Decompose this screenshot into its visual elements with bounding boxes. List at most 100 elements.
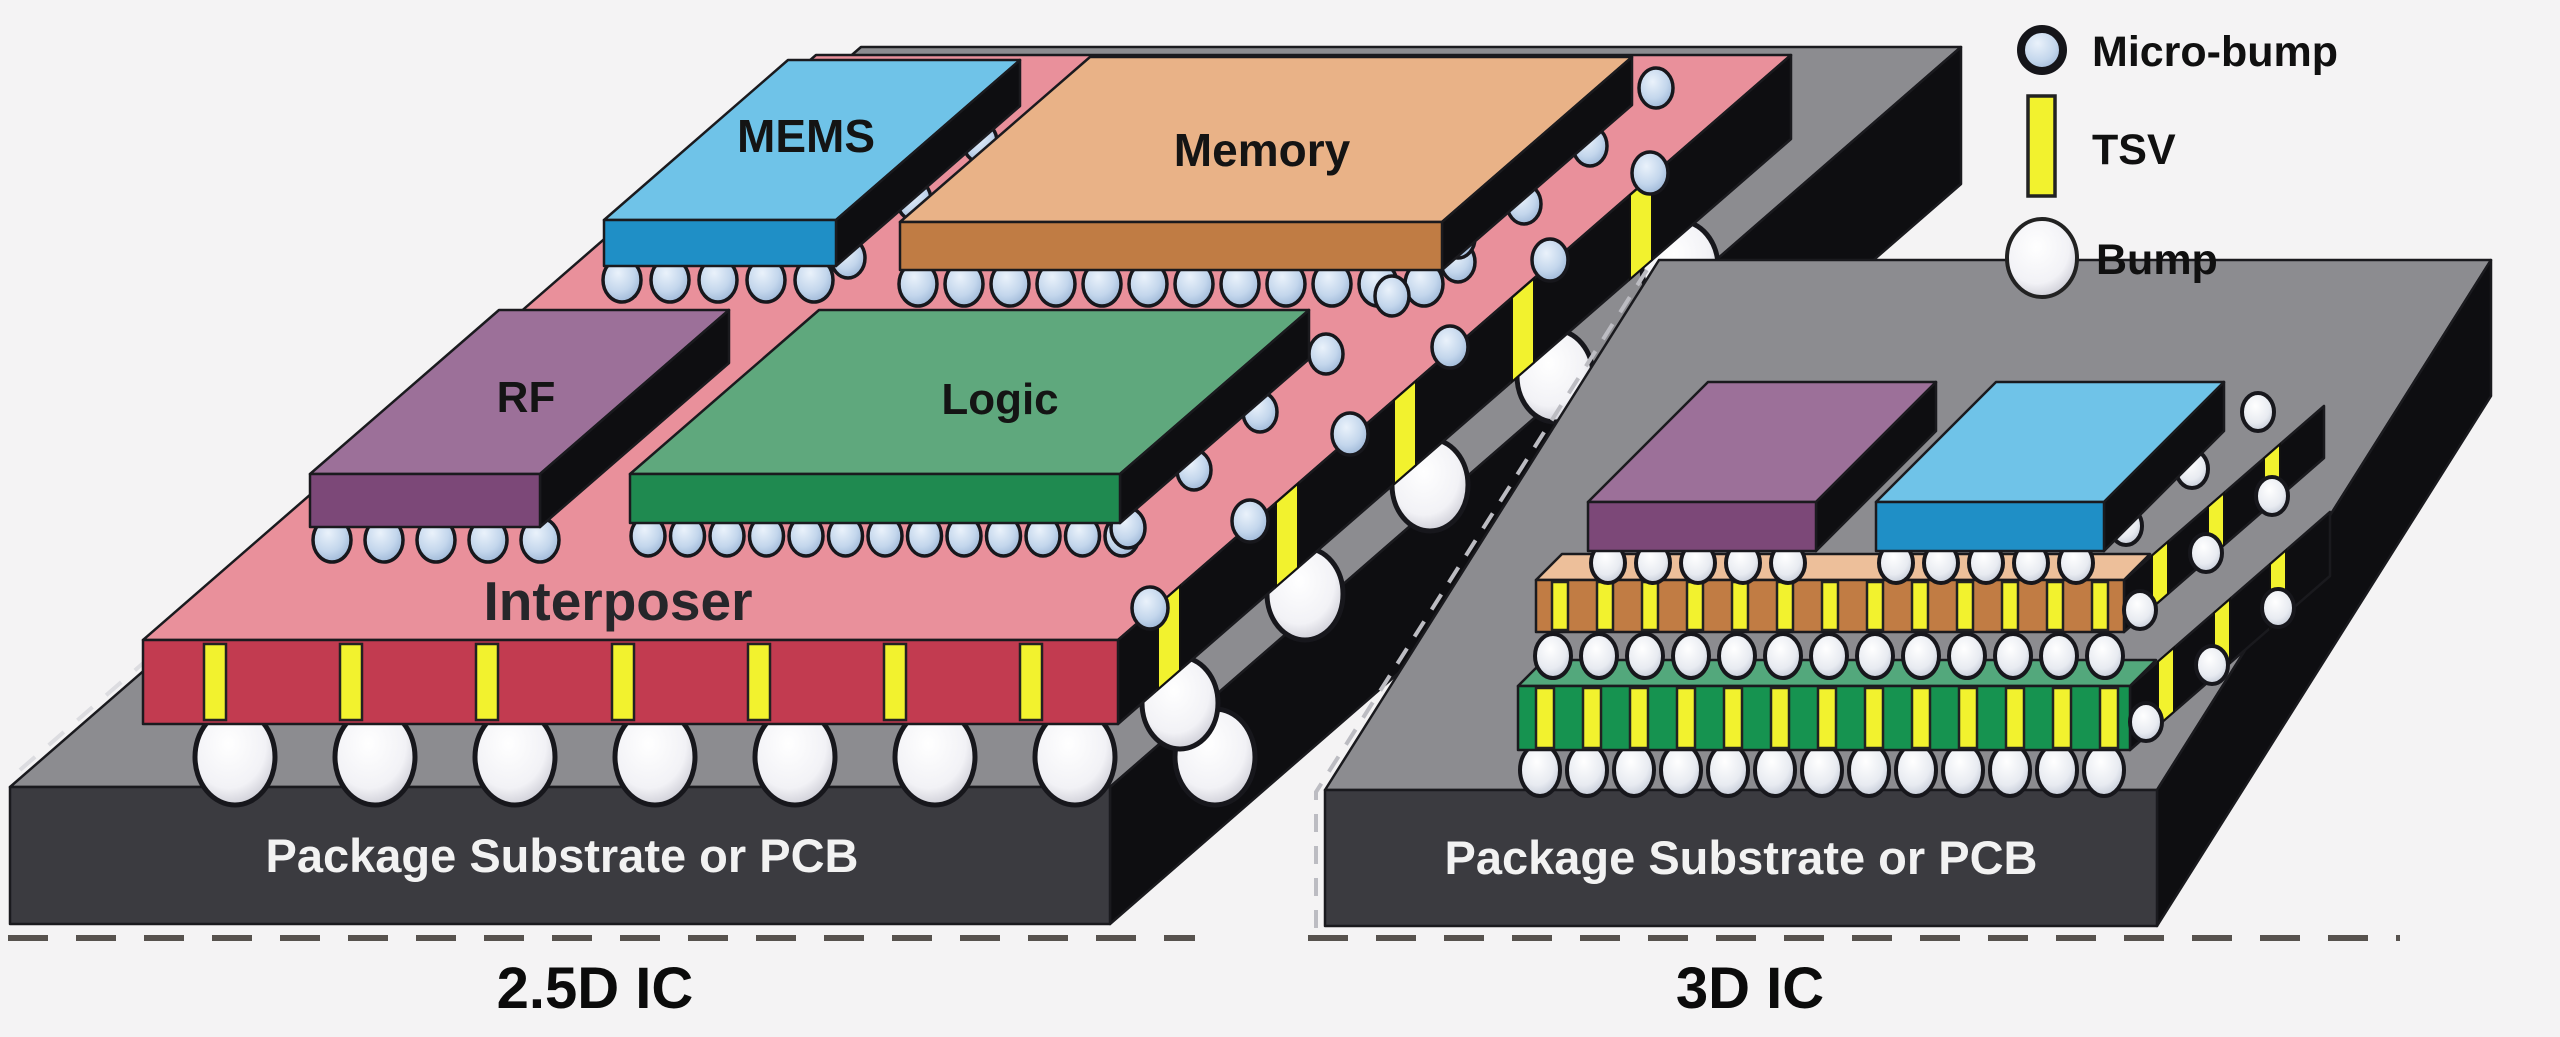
micro-bump [2188,532,2224,574]
micro-bump [1373,274,1411,318]
legend-label-bump: Bump [2096,236,2218,284]
right-diagram-3d: Package Substrate or PCB [1308,258,2493,1021]
micro-bump [2128,701,2164,743]
logic-label: Logic [941,375,1058,424]
tsv-bar [2090,580,2110,632]
micro-bump [1988,742,2032,798]
tsv-bar [1393,378,1417,487]
micro-bump [1659,742,1703,798]
micro-bump [1671,632,1711,680]
micro-bump [1565,742,1609,798]
micro-bump [1717,632,1757,680]
micro-bump [2039,632,2079,680]
micro-bump [2240,391,2276,433]
micro-bump [1530,237,1570,283]
micro-bump [2194,644,2230,686]
tsv-bar [1675,686,1697,750]
micro-bump [1612,742,1656,798]
mems-front-face [602,218,838,268]
tsv-bar [202,642,228,722]
caption-3d: 3D IC [1676,956,1824,1021]
micro-bump-diagonal-middle [2122,475,2290,631]
micro-bump-diagonal-lower [2128,587,2296,743]
micro-bump [1130,585,1170,631]
tsv-bar [1863,686,1885,750]
tsv-bar [1816,686,1838,750]
legend-label-micro-bump: Micro-bump [2092,28,2338,76]
tsv-bar [1550,580,1570,632]
tsv-icon [2026,94,2057,198]
memory-label: Memory [1174,124,1351,176]
micro-bump-row-bottom [1518,742,2126,798]
tsv-bar [882,642,908,722]
mems-label: MEMS [737,110,875,162]
interposer-tsvs [202,642,1044,722]
logic-front-face [628,472,1122,525]
logic-chip: Logic [628,308,1311,525]
legend-label-tsv: TSV [2092,126,2176,174]
tsv-bar [1769,686,1791,750]
micro-bump [1941,742,1985,798]
bump-row-front [192,706,1258,808]
rf-label: RF [497,373,556,422]
micro-bump [1993,632,2033,680]
tsv-bar [1820,580,1840,632]
purple-chip-front-face [1586,500,1818,553]
micro-bump-row-blue [1877,541,2095,585]
interposer-label: Interposer [484,570,753,632]
tsv-bar [2004,686,2026,750]
tsv-bar [1685,580,1705,632]
tsv-bar [1595,580,1615,632]
tsv-bar [1865,580,1885,632]
tsv-bar [2000,580,2020,632]
tsv-bar [1534,686,1556,750]
substrate-front-face [8,785,1112,926]
micro-bump [1947,632,1987,680]
legend: Micro-bump TSV Bump [2005,25,2338,299]
micro-bump [1800,742,1844,798]
micro-bump-row-mems [601,256,835,304]
micro-bump-row-mid [1533,632,2125,680]
micro-bump-row-rf [311,516,561,564]
rf-front-face [308,472,542,529]
micro-bump [1430,324,1470,370]
micro-bump [1330,411,1370,457]
tsv-bar [2098,686,2120,750]
micro-bump [2085,632,2125,680]
tsv-bar [1275,481,1299,589]
tsv-bar [1910,686,1932,750]
micro-bump [1579,632,1619,680]
tsv-bar [1955,580,1975,632]
tsv-bar [2051,686,2073,750]
micro-bump [2260,587,2296,629]
micro-bump [1847,742,1891,798]
micro-bump [1706,742,1750,798]
micro-bump [1307,332,1345,376]
tsv-bar [1640,580,1660,632]
blue-chip [1874,380,2226,553]
micro-bump [1763,632,1803,680]
tsv-bar [1018,642,1044,722]
green-die [1516,510,2332,752]
micro-bump-icon [2017,25,2067,75]
ghost-edge-line [1314,260,1654,928]
tsv-bar [1722,686,1744,750]
micro-bump [1630,150,1670,196]
micro-bump [1894,742,1938,798]
micro-bump [1533,632,1573,680]
micro-bump [2254,475,2290,517]
purple-chip [1586,380,1938,553]
substrate-label: Package Substrate or PCB [266,829,859,882]
micro-bump [2122,589,2158,631]
tsv-bar [338,642,364,722]
memory-front-face [898,220,1444,272]
tsv-bar [2151,539,2169,610]
tsv-bar [1775,580,1795,632]
micro-bump [1625,632,1665,680]
micro-bump [1901,632,1941,680]
tsv-bar [1730,580,1750,632]
tsv-bar [1957,686,1979,750]
tsv-bar [2157,645,2175,728]
